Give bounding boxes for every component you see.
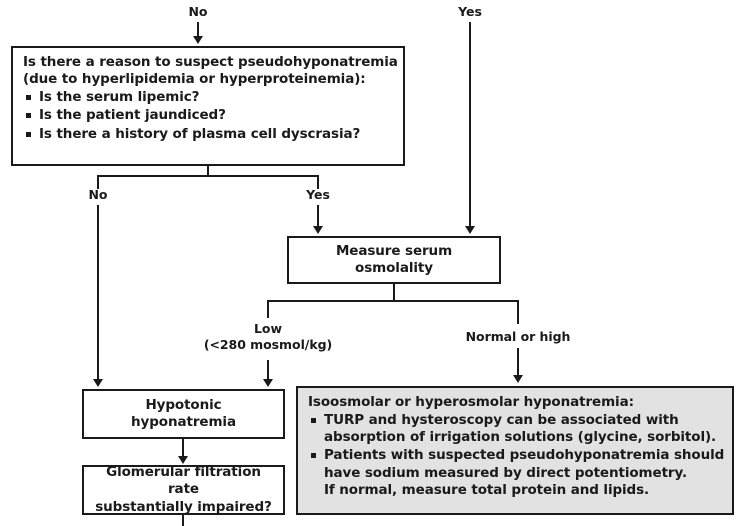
node-pseudohyponatremia-lead-line2: (due to hyperlipidemia or hyperproteinem… xyxy=(23,71,366,88)
list-item-line2: have sodium measured by direct potentiom… xyxy=(324,464,687,481)
connector-pseudo-no-arrowhead xyxy=(93,379,103,387)
connector-pseudo-yes-arrowhead xyxy=(313,226,323,234)
connector-pseudo-crossbar xyxy=(97,175,319,177)
edge-label-top-no: No xyxy=(188,4,208,19)
connector-osm-stem xyxy=(393,284,395,302)
node-measure-serum-osmolality: Measure serum osmolality xyxy=(287,236,501,284)
list-item-line2: absorption of irrigation solutions (glyc… xyxy=(324,429,717,446)
connector-pseudo-yes-drop xyxy=(317,175,319,189)
list-item: Is there a history of plasma cell dyscra… xyxy=(23,126,394,143)
edge-label-osm-low: Low (<280 mosmol/kg) xyxy=(183,321,353,352)
connector-osm-low-arrowhead xyxy=(263,379,273,387)
connector-top-yes-arrowhead xyxy=(465,226,475,234)
connector-top-no-line xyxy=(197,22,199,38)
node-hypotonic-hyponatremia-text: Hypotonic hyponatremia xyxy=(131,396,236,430)
node-gfr-question-text: Glomerular filtration rate substantially… xyxy=(84,464,283,515)
edge-label-osm-normal-high: Normal or high xyxy=(465,329,571,344)
connector-pseudo-stem xyxy=(207,166,209,177)
connector-pseudo-yes-line xyxy=(317,205,319,226)
list-item-line3: If normal, measure total protein and lip… xyxy=(324,481,650,498)
connector-osm-low-line xyxy=(267,360,269,379)
node-isoosmolar-lead: Isoosmolar or hyperosmolar hyponatremia: xyxy=(308,394,634,410)
edge-label-pseudo-no: No xyxy=(88,187,108,202)
node-gfr-question-line2: substantially impaired? xyxy=(95,498,272,515)
connector-osm-high-drop xyxy=(517,300,519,324)
node-isoosmolar-body: Isoosmolar or hyperosmolar hyponatremia:… xyxy=(298,388,732,505)
node-hypotonic-hyponatremia: Hypotonic hyponatremia xyxy=(82,389,285,439)
connector-pseudo-no-drop xyxy=(97,175,99,189)
node-isoosmolar-bullets: TURP and hysteroscopy can be associated … xyxy=(308,412,725,499)
list-item-line1: Patients with suspected pseudohyponatrem… xyxy=(324,447,725,464)
node-measure-serum-osmolality-text: Measure serum osmolality xyxy=(335,242,453,276)
edge-label-pseudo-yes: Yes xyxy=(306,187,330,202)
edge-label-top-yes: Yes xyxy=(458,4,482,19)
connector-osm-crossbar xyxy=(267,300,519,302)
connector-pseudo-no-line xyxy=(97,205,99,379)
node-isoosmolar-hyperosmolar: Isoosmolar or hyperosmolar hyponatremia:… xyxy=(296,386,734,515)
list-item-line1: TURP and hysteroscopy can be associated … xyxy=(324,412,679,429)
edge-label-osm-low-line2: (<280 mosmol/kg) xyxy=(203,336,333,352)
node-pseudohyponatremia-bullets: Is the serum lipemic? Is the patient jau… xyxy=(23,89,394,142)
list-item: Is the patient jaundiced? xyxy=(23,107,394,124)
node-gfr-question: Glomerular filtration rate substantially… xyxy=(82,464,285,515)
list-item: TURP and hysteroscopy can be associated … xyxy=(308,412,723,446)
node-gfr-question-line1: Glomerular filtration rate xyxy=(106,464,261,498)
list-item: Patients with suspected pseudohyponatrem… xyxy=(308,447,725,498)
connector-top-yes-line xyxy=(469,22,471,226)
connector-gfr-stem xyxy=(182,515,184,526)
node-pseudohyponatremia-body: Is there a reason to suspect pseudohypon… xyxy=(13,48,403,149)
connector-osm-high-arrowhead xyxy=(513,375,523,383)
list-item: Is the serum lipemic? xyxy=(23,89,394,106)
connector-osm-low-drop xyxy=(267,300,269,318)
connector-top-no-arrowhead xyxy=(193,36,203,44)
edge-label-osm-low-line1: Low xyxy=(254,321,282,336)
connector-hypotonic-to-gfr-line xyxy=(182,439,184,457)
node-pseudohyponatremia-question: Is there a reason to suspect pseudohypon… xyxy=(11,46,405,166)
node-pseudohyponatremia-lead-line1: Is there a reason to suspect pseudohypon… xyxy=(23,54,398,70)
connector-osm-high-line xyxy=(517,348,519,376)
connector-hypotonic-to-gfr-arrowhead xyxy=(178,456,188,464)
